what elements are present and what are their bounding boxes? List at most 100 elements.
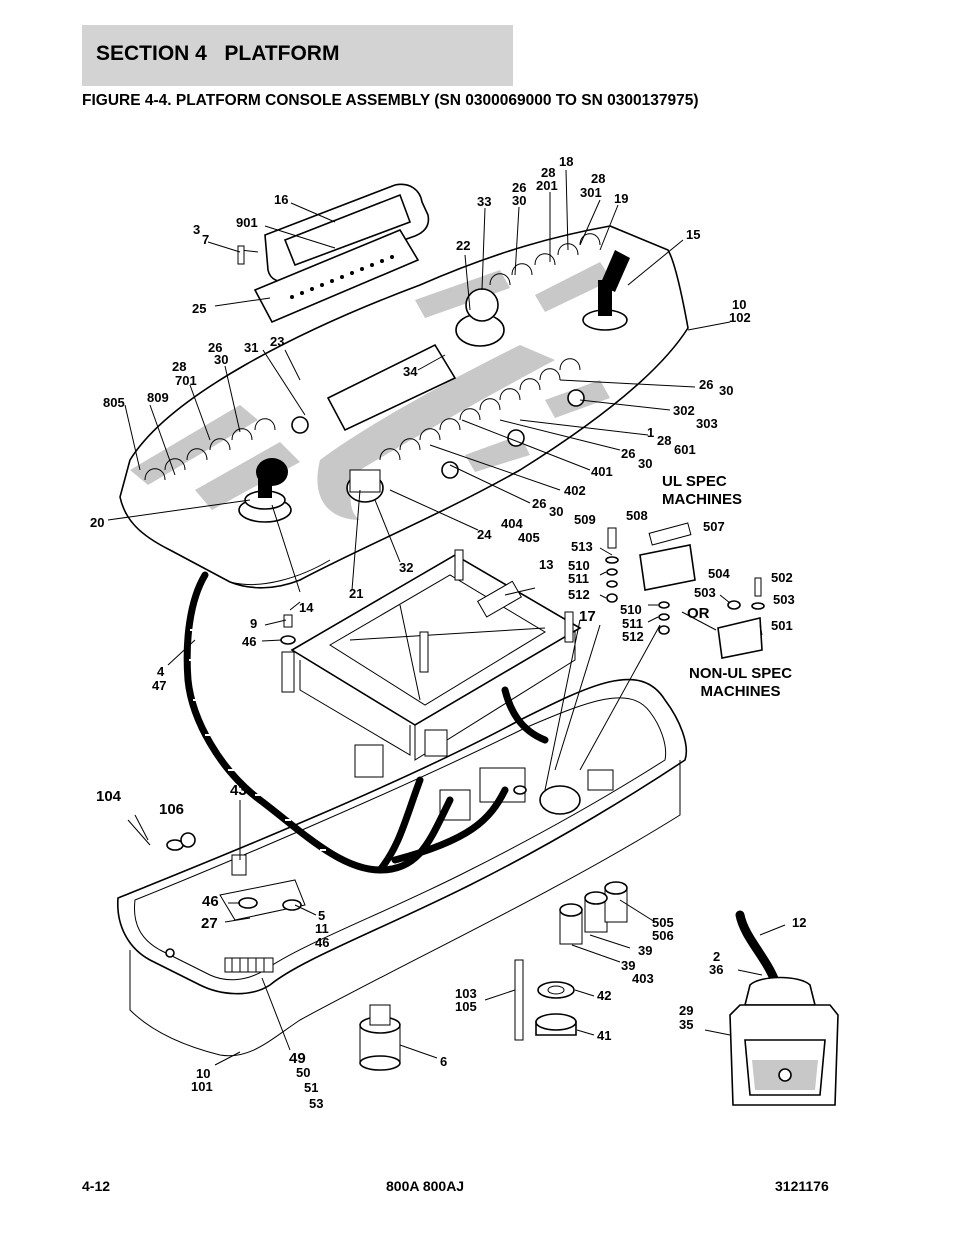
callout-511: 511: [568, 571, 589, 586]
leader-lines: [107, 169, 786, 1066]
callout-11: 11: [315, 921, 329, 936]
callout-17: 17: [579, 608, 596, 625]
callout-14: 14: [299, 600, 314, 615]
callout-28: 28: [657, 433, 672, 448]
callout-46: 46: [202, 893, 219, 910]
callout-504: 504: [708, 566, 730, 581]
callout-36: 36: [709, 962, 724, 977]
callout-12: 12: [792, 915, 807, 930]
footswitch: [729, 976, 839, 1106]
callout-701: 701: [175, 373, 197, 388]
callout-510: 510: [568, 558, 590, 573]
callout-101: 101: [191, 1079, 213, 1094]
callout-34: 34: [403, 364, 418, 379]
callout-201: 201: [536, 178, 558, 193]
callout-26: 26: [621, 446, 636, 461]
display-leds: [290, 255, 394, 299]
callout-24: 24: [477, 527, 492, 542]
callout-303: 303: [696, 416, 718, 431]
callout-1: 1: [647, 425, 655, 440]
or-note: OR: [687, 605, 710, 622]
callout-901: 901: [236, 215, 258, 230]
non-ul-switch-assembly: [717, 577, 765, 659]
callout-102: 102: [729, 310, 751, 325]
callout-30: 30: [512, 193, 527, 208]
callout-104: 104: [96, 788, 122, 805]
callout-3: 3: [193, 222, 201, 237]
speed-knob: [346, 469, 384, 503]
callout-505: 505: [652, 915, 674, 930]
callout-601: 601: [674, 442, 696, 457]
callout-21: 21: [349, 586, 364, 601]
callout-27: 27: [201, 915, 218, 932]
nut-41: [535, 1013, 577, 1031]
doc-number: 3121176: [775, 1178, 829, 1194]
callout-510: 510: [620, 602, 642, 617]
callout-4: 4: [157, 664, 165, 679]
bolt-103: [514, 959, 524, 1041]
callout-47: 47: [152, 678, 167, 693]
callout-35: 35: [679, 1017, 694, 1032]
callout-403: 403: [632, 971, 654, 986]
callout-46: 46: [315, 935, 330, 950]
callout-30: 30: [214, 352, 229, 367]
callout-805: 805: [103, 395, 125, 410]
spacer-14: [281, 651, 295, 693]
horn-6: [359, 1004, 401, 1071]
callout-402: 402: [564, 483, 586, 498]
callout-7: 7: [202, 232, 210, 247]
callout-28: 28: [172, 359, 187, 374]
callout-26: 26: [208, 340, 223, 355]
callout-30: 30: [719, 383, 734, 398]
callout-405: 405: [518, 530, 540, 545]
ul-spec-note: UL SPEC MACHINES: [662, 473, 743, 508]
callout-105: 105: [455, 999, 477, 1014]
callout-25: 25: [192, 301, 207, 316]
callout-39: 39: [621, 958, 636, 973]
callout-22: 22: [456, 238, 471, 253]
callout-23: 23: [270, 334, 285, 349]
callout-19: 19: [614, 191, 629, 206]
callout-512: 512: [568, 587, 590, 602]
cord-grips: [559, 881, 628, 945]
callout-49: 49: [289, 1050, 306, 1067]
callout-401: 401: [591, 464, 613, 479]
callout-809: 809: [147, 390, 169, 405]
page-number: 4-12: [82, 1178, 111, 1194]
label-plate-34: [326, 343, 457, 432]
callout-502: 502: [771, 570, 793, 585]
label-strip-1: [130, 405, 258, 485]
callout-506: 506: [652, 928, 674, 943]
callout-106: 106: [159, 801, 185, 818]
callout-41: 41: [597, 1028, 612, 1043]
callout-10: 10: [732, 297, 747, 312]
callout-26: 26: [512, 180, 527, 195]
callout-43: 43: [230, 782, 247, 799]
callout-30: 30: [549, 504, 564, 519]
non-ul-spec-note: NON-UL SPEC MACHINES: [689, 665, 793, 700]
callout-512: 512: [622, 629, 644, 644]
callout-16: 16: [274, 192, 289, 207]
section-banner: SECTION 4 PLATFORM: [82, 25, 513, 86]
callout-302: 302: [673, 403, 695, 418]
callout-2: 2: [713, 949, 721, 964]
callout-509: 509: [574, 512, 596, 527]
callout-31: 31: [244, 340, 259, 355]
display-board-25: [253, 228, 420, 324]
ul-switch-assembly: [605, 522, 696, 635]
section-title: SECTION 4 PLATFORM: [96, 42, 340, 65]
callout-51: 51: [304, 1080, 319, 1095]
callout-9: 9: [250, 616, 258, 631]
callout-5: 5: [318, 908, 326, 923]
callout-508: 508: [626, 508, 648, 523]
toggle-switches: [144, 233, 601, 481]
wire-harness: [183, 571, 454, 874]
callout-32: 32: [399, 560, 414, 575]
callout-404: 404: [501, 516, 523, 531]
callout-50: 50: [296, 1065, 311, 1080]
terminal-strip: [224, 957, 274, 973]
callout-46: 46: [242, 634, 257, 649]
callout-15: 15: [686, 227, 701, 242]
callout-42: 42: [597, 988, 612, 1003]
